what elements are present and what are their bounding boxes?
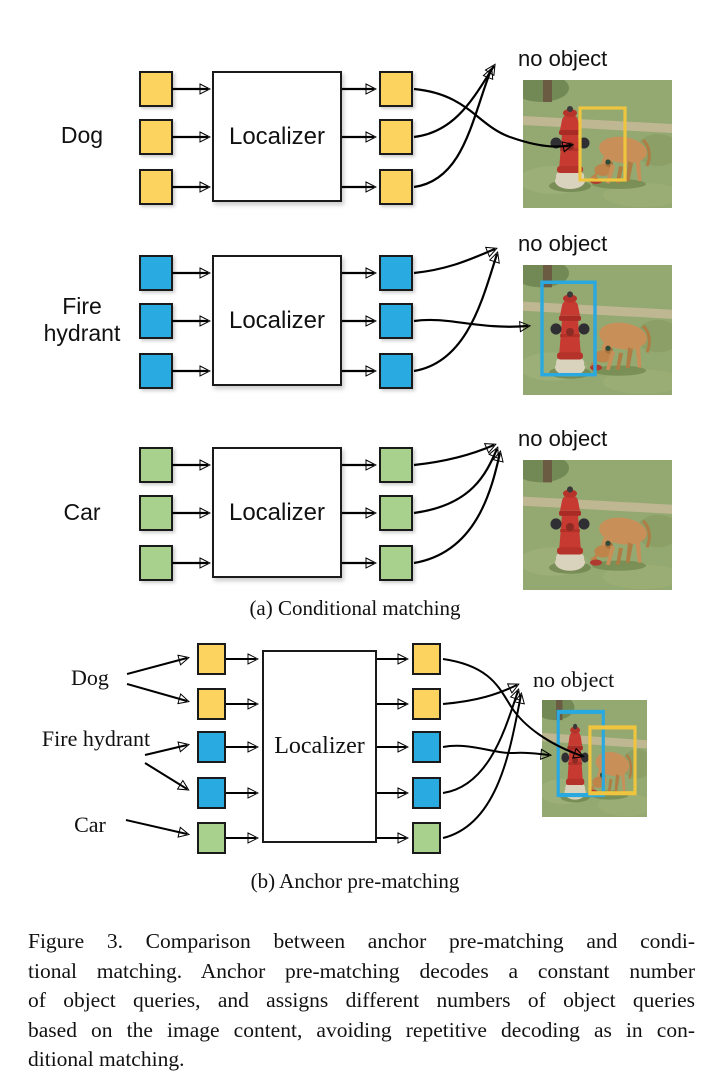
panel-a-row-firehydrant-label: Fire hydrant <box>43 293 121 346</box>
hydrant-bbox <box>540 280 597 377</box>
arrow-a1-to-noobject-2 <box>413 70 491 189</box>
b-query-in-car-1 <box>197 822 226 854</box>
arrow-a3-to-noobject-3 <box>413 453 500 565</box>
query-box-dog-in-3 <box>139 169 173 205</box>
query-box-hydrant-out-1 <box>379 255 413 291</box>
arrow-b-car-fork <box>125 819 187 834</box>
panel-a-row-car-label: Car <box>63 499 101 525</box>
localizer-label: Localizer <box>228 498 326 526</box>
query-box-hydrant-in-2 <box>139 303 173 339</box>
localizer-label: Localizer <box>228 122 326 150</box>
scene-photo-a1 <box>523 80 672 208</box>
panel-b-firehydrant-label: Fire hydrant <box>41 726 151 751</box>
arrow-b-to-hydrant-box <box>442 744 549 755</box>
query-box-car-out-1 <box>379 447 413 483</box>
query-box-car-out-2 <box>379 495 413 531</box>
localizer-box-a2: Localizer <box>212 255 342 386</box>
localizer-box-a3: Localizer <box>212 447 342 578</box>
scene-photo-b <box>542 700 647 817</box>
query-box-dog-in-2 <box>139 119 173 155</box>
arrow-b-to-noobject-1 <box>442 685 517 705</box>
b-query-out-hydrant-1 <box>412 731 441 763</box>
query-box-car-out-3 <box>379 545 413 581</box>
panel-a-row-dog-label: Dog <box>60 122 104 148</box>
no-object-label-a1: no object <box>518 46 608 71</box>
b-query-in-hydrant-2 <box>197 777 226 809</box>
b-query-in-dog-1 <box>197 643 226 675</box>
arrow-a2-to-hydrant-box <box>413 318 528 327</box>
panel-b-dog-label: Dog <box>71 665 109 690</box>
arrow-b-dog-fork-1 <box>126 658 187 675</box>
panel-b-car-label: Car <box>74 812 106 837</box>
arrow-a3-to-noobject-2 <box>413 449 497 515</box>
query-box-hydrant-out-2 <box>379 303 413 339</box>
caption-line: of object queries, and assigns different… <box>28 988 695 1013</box>
figure-caption: Figure 3. Comparison between anchor pre-… <box>28 927 695 1075</box>
localizer-box-a1: Localizer <box>212 71 342 202</box>
arrow-a1-to-noobject-1 <box>413 66 494 139</box>
caption-line: ditional matching. <box>28 1047 185 1072</box>
query-box-dog-in-1 <box>139 71 173 107</box>
query-box-dog-out-2 <box>379 119 413 155</box>
arrow-a3-to-noobject-1 <box>413 445 494 467</box>
no-object-label-a2: no object <box>518 231 608 256</box>
no-object-label-a3: no object <box>518 426 608 451</box>
query-box-dog-out-1 <box>379 71 413 107</box>
caption-line: based on the image content, avoiding rep… <box>28 1017 695 1042</box>
query-box-hydrant-in-1 <box>139 255 173 291</box>
localizer-label: Localizer <box>228 306 326 334</box>
caption-line: Figure 3. Comparison between anchor pre-… <box>28 929 695 953</box>
arrow-b-hydrant-fork-2 <box>144 762 187 789</box>
panel-a-caption: (a) Conditional matching <box>249 596 461 620</box>
query-box-car-in-2 <box>139 495 173 531</box>
query-box-hydrant-out-3 <box>379 353 413 389</box>
b-query-out-hydrant-2 <box>412 777 441 809</box>
arrow-a2-to-noobject-2 <box>413 254 497 373</box>
b-query-out-dog-1 <box>412 643 441 675</box>
scene-photo-a3 <box>523 460 672 590</box>
panel-b-caption: (b) Anchor pre-matching <box>250 869 460 893</box>
dog-bbox <box>588 725 637 796</box>
b-query-in-hydrant-1 <box>197 731 226 763</box>
no-object-label-b: no object <box>533 667 615 692</box>
b-query-out-dog-2 <box>412 688 441 720</box>
b-query-in-dog-2 <box>197 688 226 720</box>
query-box-car-in-1 <box>139 447 173 483</box>
scene-photo-a2 <box>523 265 672 395</box>
query-box-dog-out-3 <box>379 169 413 205</box>
caption-line: tional matching. Anchor pre-matching dec… <box>28 958 695 983</box>
query-box-hydrant-in-3 <box>139 353 173 389</box>
query-box-car-in-3 <box>139 545 173 581</box>
arrow-a2-to-noobject-1 <box>413 249 495 275</box>
arrow-b-to-noobject-3 <box>442 695 521 839</box>
arrow-b-dog-fork-2 <box>126 683 187 701</box>
b-query-out-car-1 <box>412 822 441 854</box>
dog-bbox <box>578 106 627 182</box>
localizer-box-b: Localizer <box>262 650 377 843</box>
localizer-label: Localizer <box>274 733 365 759</box>
arrow-b-to-noobject-2 <box>442 691 518 794</box>
